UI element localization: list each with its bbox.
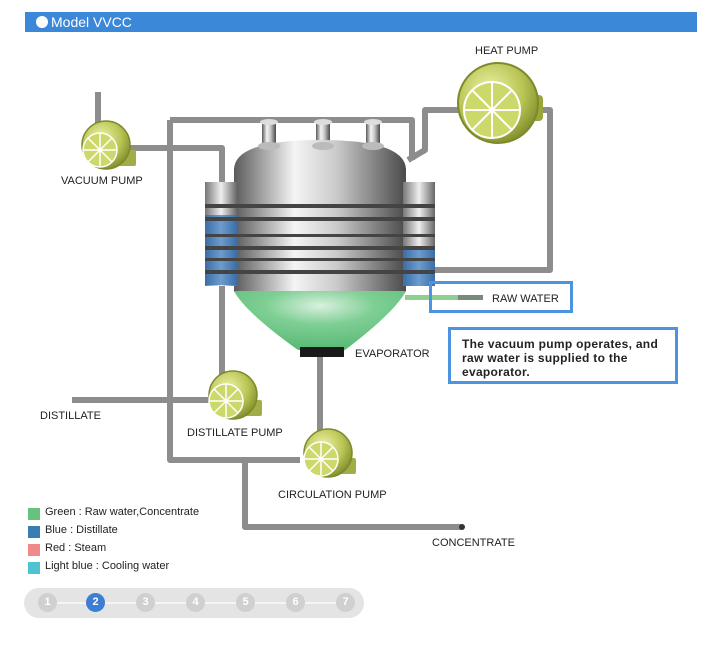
circulation-pump-label: CIRCULATION PUMP (278, 489, 387, 501)
distillate-pump-label: DISTILLATE PUMP (187, 427, 283, 439)
legend-label: Light blue : Cooling water (45, 560, 170, 572)
concentrate-label: CONCENTRATE (432, 537, 515, 549)
page-title: Model VVCC (51, 14, 132, 30)
legend-label: Green : Raw water,Concentrate (45, 506, 200, 518)
step-button-3[interactable]: 3 (136, 593, 155, 612)
step-button-4[interactable]: 4 (186, 593, 205, 612)
heat-pump (457, 62, 543, 144)
legend-label: Blue : Distillate (45, 524, 118, 536)
step-button-5[interactable]: 5 (236, 593, 255, 612)
concentrate-outlet (459, 524, 465, 530)
step-navigation: 1 2 3 4 5 6 7 (24, 588, 364, 618)
evaporator-label: EVAPORATOR (355, 348, 430, 360)
legend-label: Red : Steam (45, 542, 107, 554)
heat-pump-label: HEAT PUMP (475, 45, 539, 57)
circulation-pump (303, 428, 356, 478)
step-description-text: The vacuum pump operates, and raw water … (462, 337, 659, 379)
raw-water-pipe (405, 295, 483, 300)
step-button-7[interactable]: 7 (336, 593, 355, 612)
evaporator (205, 119, 435, 357)
distillate-pump (208, 370, 262, 420)
raw-water-highlight: RAW WATER (429, 281, 573, 313)
step-description: The vacuum pump operates, and raw water … (448, 327, 678, 384)
vacuum-pump (81, 120, 136, 170)
step-button-6[interactable]: 6 (286, 593, 305, 612)
bullet-icon (36, 16, 48, 28)
distillate-label: DISTILLATE (40, 410, 101, 422)
step-button-2[interactable]: 2 (86, 593, 105, 612)
legend-swatch (28, 508, 40, 520)
legend-swatch (28, 544, 40, 556)
vacuum-pump-label: VACUUM PUMP (61, 175, 143, 187)
legend-swatch (28, 526, 40, 538)
legend-swatch (28, 562, 40, 574)
raw-water-label: RAW WATER (492, 293, 559, 305)
pipes (72, 92, 553, 530)
step-button-1[interactable]: 1 (38, 593, 57, 612)
title-bar: Model VVCC (25, 12, 697, 32)
